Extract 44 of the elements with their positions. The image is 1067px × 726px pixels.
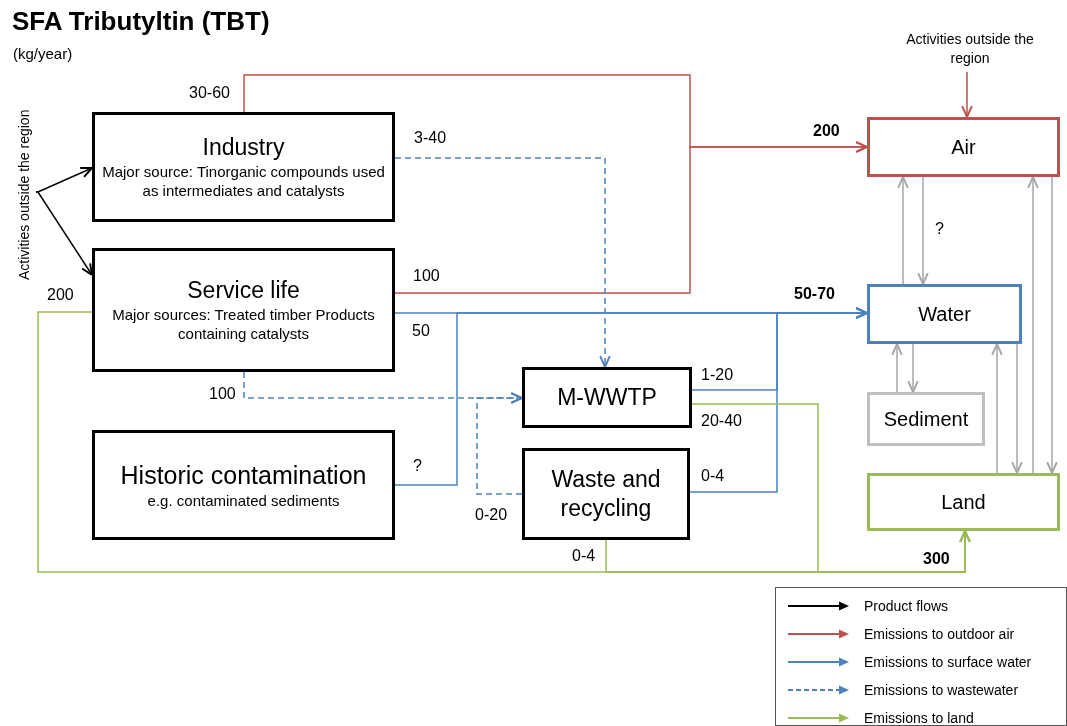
box-heading: Historic contamination <box>119 459 368 491</box>
box-text: Major sources: Treated timber Products containing catalysts <box>111 304 376 344</box>
box-heading: Land <box>940 489 987 515</box>
legend-text: Emissions to surface water <box>864 654 1032 670</box>
process-box <box>92 248 395 372</box>
process-box <box>92 112 395 222</box>
flow-arrow <box>897 176 909 285</box>
box-text: Major source: Tinorganic compounds used as intermediates and catalysts <box>101 161 386 201</box>
box-text: e.g. contaminated sediments <box>146 490 341 511</box>
process-box <box>92 430 395 540</box>
flow-arrow <box>907 343 919 393</box>
box-heading: Waste and recycling <box>550 465 662 523</box>
diagram-title: SFA Tributyltin (TBT) <box>12 6 270 37</box>
flow-arrow <box>394 141 868 294</box>
legend-text: Emissions to wastewater <box>864 682 1019 698</box>
region-label: Activities outside the region <box>12 95 36 295</box>
legend-text: Emissions to land <box>864 710 974 726</box>
legend-text: Product flows <box>864 598 949 614</box>
box-heading: Service life <box>186 276 301 305</box>
flow-arrow <box>891 343 903 393</box>
flow-arrow <box>35 191 93 276</box>
flow-arrow <box>1011 343 1023 474</box>
process-box <box>522 448 690 540</box>
box-heading: Sediment <box>882 406 970 432</box>
region-label: Activities outside the region <box>895 30 1045 72</box>
flow-arrow <box>476 392 523 495</box>
unit-label: (kg/year) <box>12 45 74 63</box>
process-box <box>867 117 1060 177</box>
box-heading: Water <box>917 301 972 327</box>
flow-arrow <box>394 157 611 368</box>
box-heading: Air <box>950 134 977 160</box>
flow-arrow <box>689 307 868 493</box>
flow-arrow <box>917 176 929 285</box>
process-box <box>867 284 1022 344</box>
flow-arrow <box>1027 176 1039 474</box>
box-heading: Industry <box>201 133 286 162</box>
process-box <box>867 473 1060 531</box>
flow-arrow <box>991 343 1003 474</box>
process-box <box>867 392 985 446</box>
flow-arrow <box>961 71 973 118</box>
flow-arrow <box>1046 176 1058 474</box>
legend-text: Emissions to outdoor air <box>864 626 1015 642</box>
process-box <box>522 367 692 428</box>
box-heading: M-WWTP <box>556 383 658 412</box>
